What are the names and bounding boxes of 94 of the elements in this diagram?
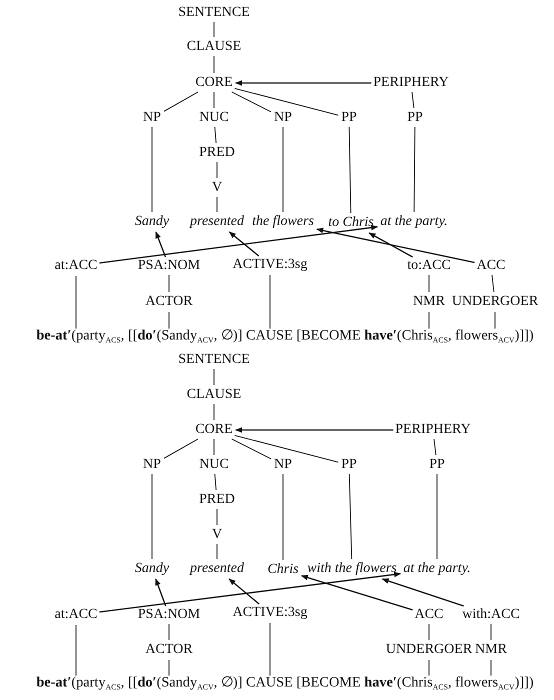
category-label: PERIPHERY — [371, 74, 451, 92]
connector-line — [282, 126, 284, 212]
connector-line — [428, 660, 430, 676]
sentence-word: to Chris — [326, 214, 376, 232]
connector-line — [216, 544, 218, 560]
category-label: PP — [339, 108, 359, 128]
category-label: NP — [141, 108, 163, 128]
category-label: NP — [141, 456, 163, 474]
connector-line — [216, 162, 218, 178]
arrow — [155, 231, 166, 258]
arrow — [235, 80, 372, 86]
category-label: NP — [272, 108, 294, 128]
category-label: at:ACC — [52, 256, 100, 276]
category-label: SENTENCE — [176, 4, 252, 22]
category-label: ACTOR — [143, 292, 195, 312]
category-label: SENTENCE — [176, 350, 252, 370]
category-label: at:ACC — [52, 606, 100, 624]
arrow — [228, 232, 260, 256]
connector-line — [168, 660, 170, 676]
connector-line — [168, 312, 170, 330]
sentence-word: the flowers — [250, 212, 316, 232]
connector-line — [436, 474, 438, 560]
category-label: PP — [427, 456, 447, 474]
category-label: to:ACC — [405, 256, 453, 276]
connector-line — [434, 438, 436, 456]
sentence-word: Chris — [265, 560, 301, 580]
category-label: NUC — [197, 108, 231, 128]
connector-line — [282, 474, 284, 560]
category-label: ACTIVE:3sg — [230, 256, 310, 274]
connector-line — [231, 92, 272, 112]
category-label: ACTOR — [143, 640, 195, 660]
category-label: ACC — [412, 606, 446, 624]
sentence-word: presented — [188, 560, 246, 578]
category-label: PSA:NOM — [136, 256, 202, 276]
category-label: V — [210, 526, 224, 544]
arrow — [99, 572, 402, 613]
connector-line — [216, 196, 218, 212]
connector-line — [428, 274, 430, 292]
category-label: with:ACC — [460, 606, 522, 624]
semantic-formula: be-at′(party$_{ACS}$, [[do′(Sandy$_{ACV}$, ∅)] CAUSE [BECOME have′(Chris$_{ACS}$, flowers$_{ACV}$)]]) — [36, 326, 534, 346]
category-label: PSA:NOM — [136, 606, 202, 624]
semantic-formula: be-at′(party$_{ACS}$, [[do′(Sandy$_{ACV}$, ∅)] CAUSE [BECOME have′(Chris$_{ACS}$, flowers$_{ACV}$)]]) — [36, 674, 534, 692]
category-label: NP — [272, 456, 294, 474]
category-label: PP — [339, 456, 359, 474]
category-label: PRED — [197, 144, 237, 162]
category-label: PP — [405, 108, 425, 128]
connector-line — [494, 312, 496, 330]
category-label: ACTIVE:3sg — [230, 604, 310, 622]
sentence-word: with the flowers — [305, 560, 399, 578]
connector-line — [428, 624, 430, 640]
sentence-word: at the party. — [378, 212, 450, 232]
sentence-word: Sandy — [132, 212, 172, 232]
category-label: CLAUSE — [184, 386, 244, 404]
category-label: CLAUSE — [184, 38, 244, 56]
arrow — [99, 224, 378, 264]
connector-line — [214, 126, 217, 144]
connector-line — [490, 660, 492, 676]
connector-line — [164, 92, 198, 112]
connector-line — [428, 312, 430, 330]
category-label: NUC — [197, 456, 231, 474]
connector-line — [490, 624, 492, 640]
connector-line — [168, 274, 170, 292]
sentence-word: presented — [188, 212, 246, 232]
category-label: UNDERGOER — [450, 292, 540, 312]
category-label: NMR — [473, 640, 509, 660]
connector-line — [168, 624, 170, 640]
connector-line — [164, 438, 198, 459]
connector-line — [234, 88, 339, 116]
category-label: ACC — [474, 256, 508, 276]
category-label: NMR — [411, 292, 447, 312]
arrow — [382, 578, 464, 607]
connector-line — [231, 438, 272, 460]
category-label: PRED — [197, 490, 237, 510]
connector-line — [348, 474, 352, 560]
sentence-word: at the party. — [401, 560, 473, 578]
arrow — [300, 574, 413, 611]
arrow — [155, 578, 166, 606]
arrow — [235, 427, 394, 433]
category-label: UNDERGOER — [384, 640, 474, 660]
connector-line — [234, 434, 339, 463]
category-label: V — [210, 178, 224, 198]
connector-line — [214, 474, 217, 490]
arrow — [368, 232, 413, 258]
connector-line — [492, 274, 494, 292]
category-label: CORE — [193, 420, 235, 440]
sentence-word: Sandy — [132, 560, 172, 578]
arrow — [316, 228, 475, 264]
category-label: PERIPHERY — [393, 420, 473, 440]
connector-line — [412, 92, 414, 108]
arrow — [228, 578, 260, 604]
connector-line — [216, 508, 218, 526]
connector-line — [348, 126, 352, 214]
connector-line — [414, 126, 416, 212]
category-label: CORE — [193, 74, 235, 92]
